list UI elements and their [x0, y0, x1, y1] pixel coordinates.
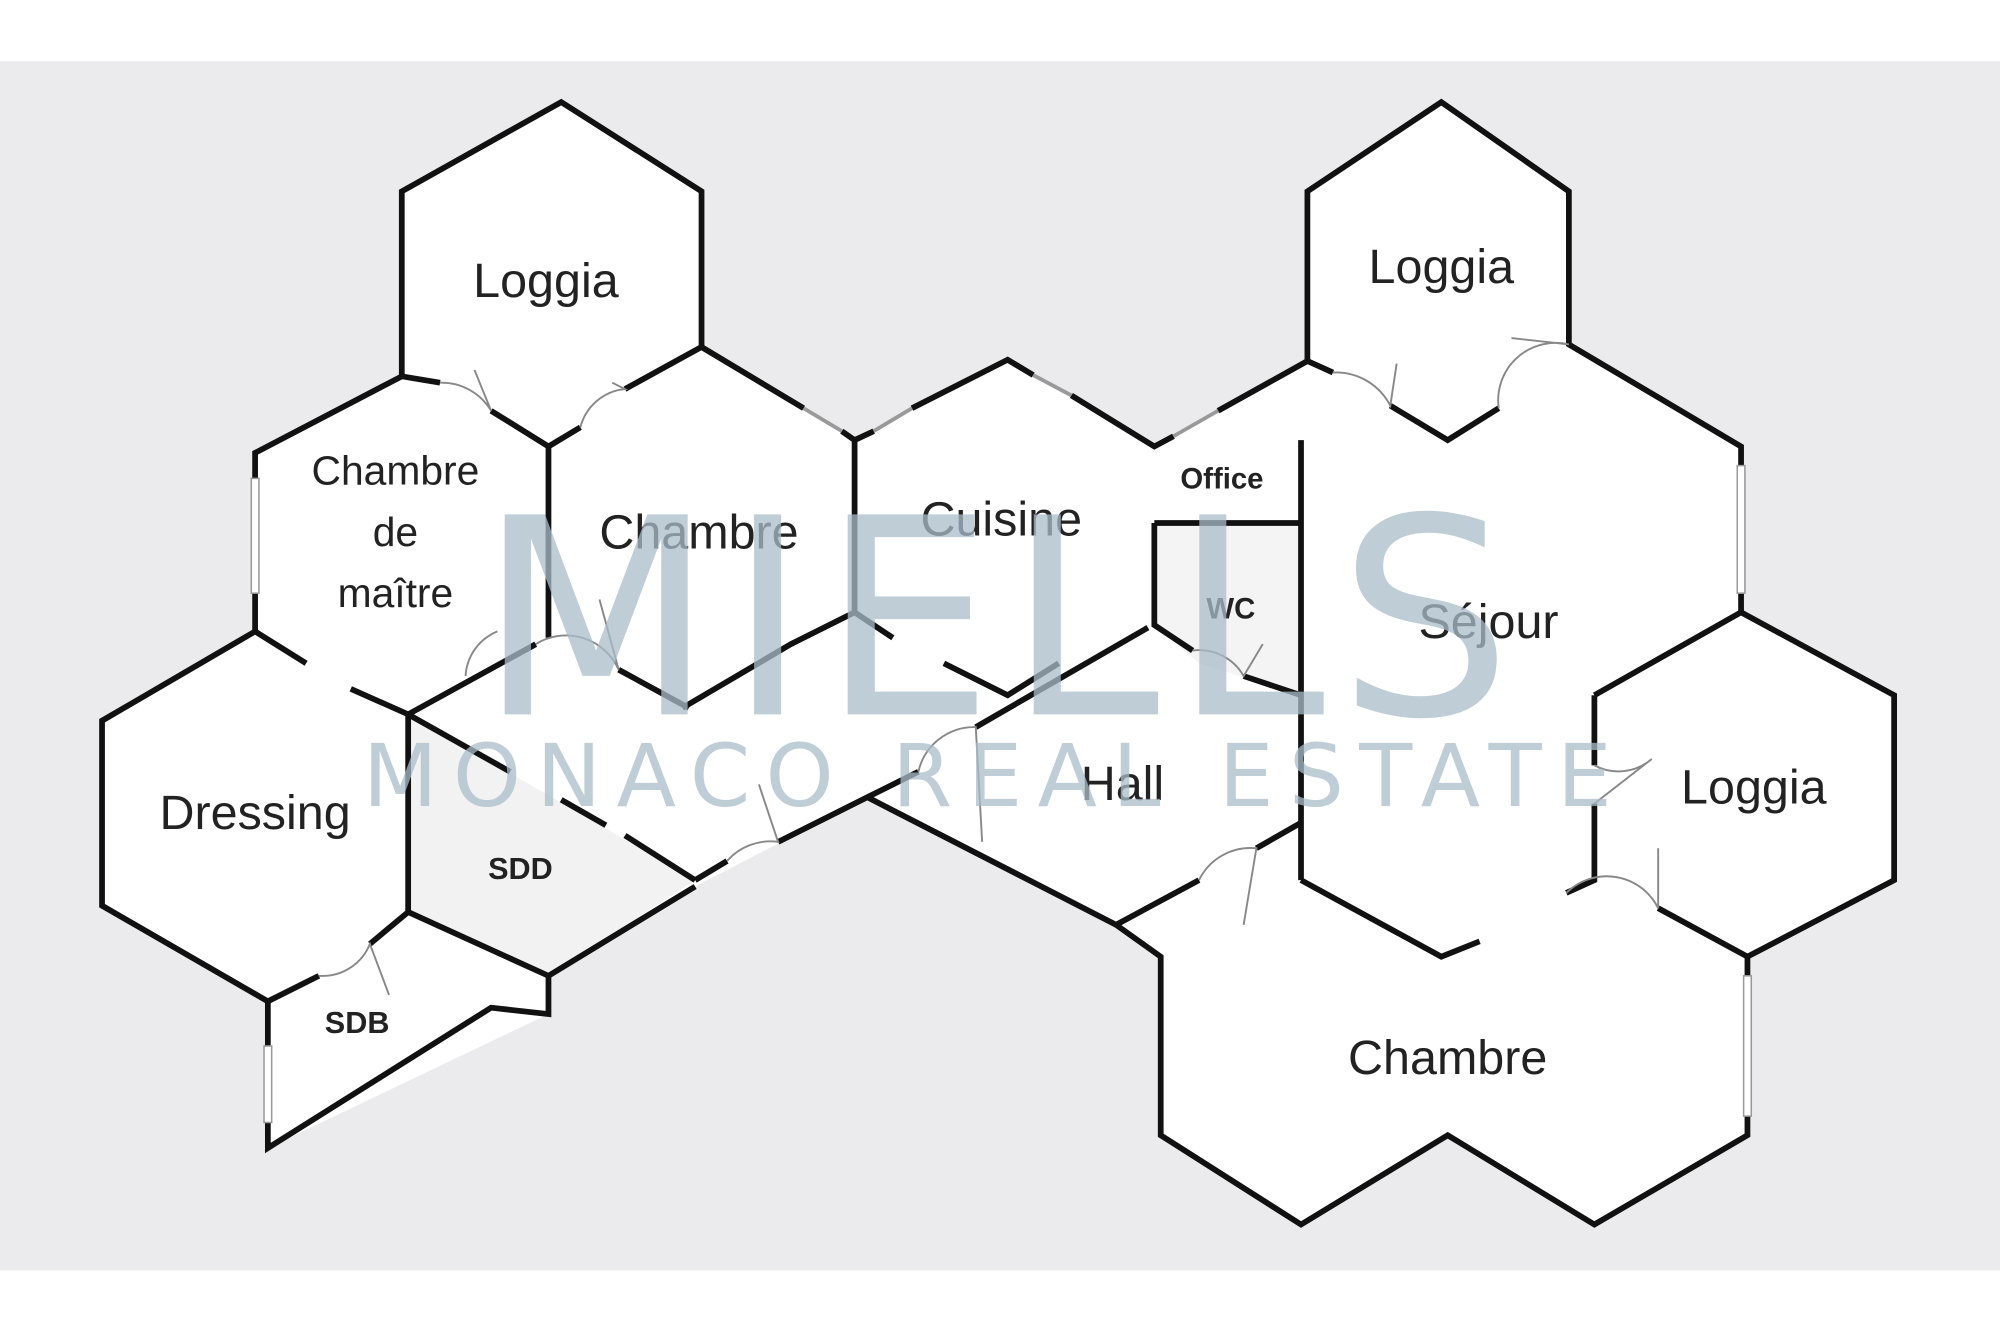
room-label-sdd: SDD — [488, 852, 553, 886]
room-label-chambre: Chambre — [599, 506, 798, 560]
windows — [250, 373, 1753, 1124]
room-label-chambre-de-maitre-1: Chambre — [312, 448, 480, 494]
room-label-loggia-top-right: Loggia — [1369, 240, 1515, 294]
room-label-sdb: SDB — [325, 1006, 390, 1040]
room-label-dressing: Dressing — [160, 786, 351, 840]
room-label-hall: Hall — [1081, 757, 1164, 811]
room-label-wc: WC — [1206, 593, 1255, 626]
watermark-brand: MIELLS — [478, 459, 1525, 779]
door-swings — [318, 337, 1660, 996]
sdd-shade — [408, 714, 696, 976]
room-label-loggia-top-left: Loggia — [473, 254, 619, 308]
room-label-chambre-de-maitre-3: maître — [338, 570, 454, 616]
walls — [99, 98, 1898, 1228]
watermark-tagline: MONACO REAL ESTATE — [363, 726, 1627, 827]
room-label-sejour: Séjour — [1418, 595, 1558, 649]
room-label-cuisine: Cuisine — [920, 493, 1082, 547]
room-label-chambre-de-maitre-2: de — [373, 509, 418, 555]
room-label-chambre-bottom: Chambre — [1348, 1031, 1547, 1085]
room-label-office: Office — [1180, 463, 1263, 496]
room-label-loggia-right: Loggia — [1681, 761, 1827, 815]
